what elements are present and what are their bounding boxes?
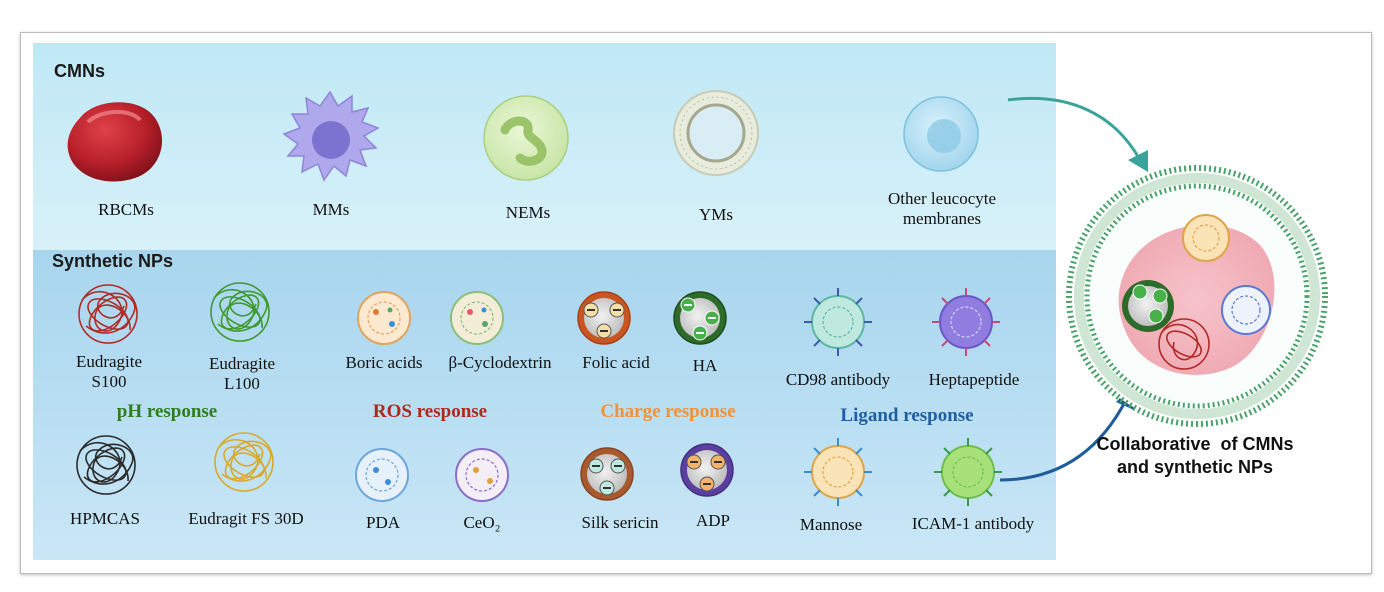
eudragite-l100-label: Eudragite L100 [208,354,276,393]
composite-label: Collaborative of CMNs and synthetic NPs [1096,433,1293,478]
ha-label: HA [692,356,718,375]
rbcms-label: RBCMs [98,200,154,219]
ligand-response-label: Ligand response [840,405,974,426]
arrow-to-composite-top [1007,96,1148,172]
cyclodextrin-label: β-Cyclodextrin [448,353,552,372]
other-leucocyte-label: Other leucocyte membranes [887,189,997,228]
rbc-icon [67,102,163,182]
yms-label: YMs [698,205,734,224]
composite-label-line2: and synthetic NPs [1116,456,1274,477]
hpmcas-icon [76,435,136,495]
eudragite-s100-icon [78,284,138,344]
composite-label-line1: Collaborative of CMNs [1096,434,1294,454]
folic-acid-label: Folic acid [582,353,650,372]
icam1-antibody-icon [934,438,1002,506]
hpmcas-label: HPMCAS [70,509,140,528]
cd98-antibody-icon [804,288,872,356]
ros-response-label: ROS response [372,401,488,422]
ceo2-icon [455,448,509,502]
synthetic-nps-panel [33,250,1056,560]
eudragite-l100-icon [210,282,270,342]
yeast-icon [673,90,759,176]
mannose-label: Mannose [799,515,863,534]
adp-icon [680,443,734,497]
macrophage-icon [282,90,380,182]
heptapeptide-icon [932,288,1000,356]
eudragite-s100-label: Eudragite S100 [75,352,143,391]
silk-sericin-icon [580,447,634,501]
pda-icon [355,448,409,502]
ha-icon [673,291,727,345]
boric-acids-icon [357,291,411,345]
icam1-label: ICAM-1 antibody [911,514,1035,533]
cmns-title: CMNs [54,61,106,81]
adp-label: ADP [695,511,731,530]
pda-label: PDA [365,513,401,532]
ceo2-label: CeO₂ [463,513,501,532]
mannose-icon [804,438,872,506]
mms-label: MMs [312,200,350,219]
nems-label: NEMs [505,203,551,222]
composite-nanoparticle-icon [1066,165,1328,427]
heptapeptide-label: Heptapeptide [928,370,1020,389]
eudragit-fs30d-icon [214,432,274,492]
charge-response-label: Charge response [600,401,736,422]
boric-acids-label: Boric acids [345,353,423,372]
silk-sericin-label: Silk sericin [581,513,659,532]
ph-response-label: pH response [116,401,218,422]
eudragit-fs30d-label: Eudragit FS 30D [188,509,304,528]
cyclodextrin-icon [450,291,504,345]
neutrophil-icon [483,95,569,181]
synthetic-nps-title: Synthetic NPs [52,251,174,271]
folic-acid-icon [577,291,631,345]
leucocyte-icon [903,96,979,172]
cd98-label: CD98 antibody [785,370,891,389]
